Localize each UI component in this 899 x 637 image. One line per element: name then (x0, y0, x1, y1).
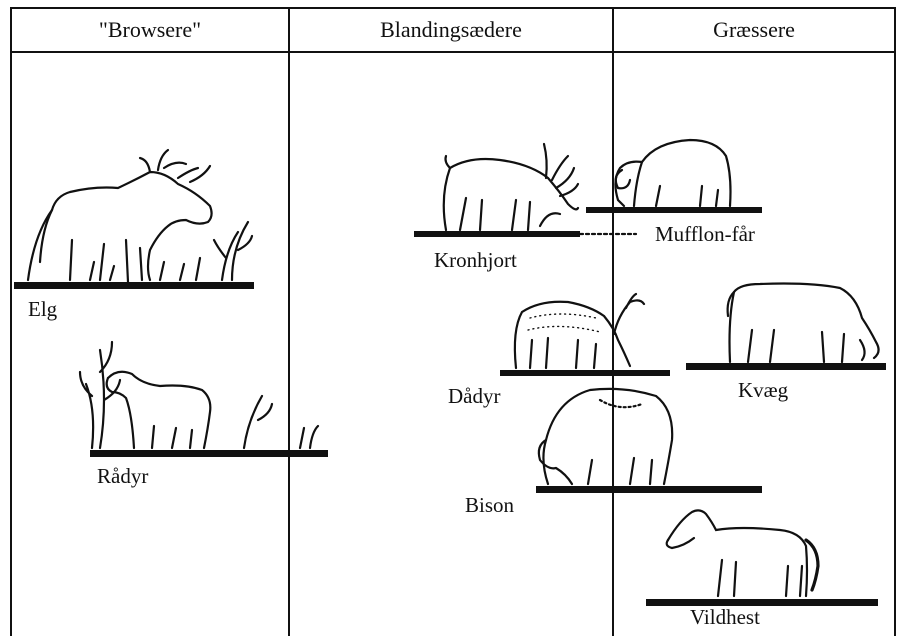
label-bison: Bison (465, 493, 514, 518)
label-vildhest: Vildhest (690, 605, 760, 630)
label-mufflon: Mufflon-får (655, 222, 755, 247)
fallow-deer-icon (500, 294, 670, 376)
bison-icon (536, 389, 762, 493)
wild-horse-icon (646, 510, 878, 606)
roe-deer-icon (80, 342, 328, 457)
table-frame (10, 8, 896, 636)
cattle-icon (686, 284, 886, 371)
column-header-mixed-feeders: Blandingsædere (289, 8, 613, 52)
moose-icon (14, 150, 254, 289)
red-deer-icon (414, 144, 636, 237)
label-radyr: Rådyr (97, 464, 148, 489)
label-kvaeg: Kvæg (738, 378, 788, 403)
label-elg: Elg (28, 297, 57, 322)
column-header-browsers: "Browsere" (11, 8, 289, 52)
label-kronhjort: Kronhjort (434, 248, 517, 273)
label-dadyr: Dådyr (448, 384, 500, 409)
column-header-grazers: Græssere (613, 8, 895, 52)
